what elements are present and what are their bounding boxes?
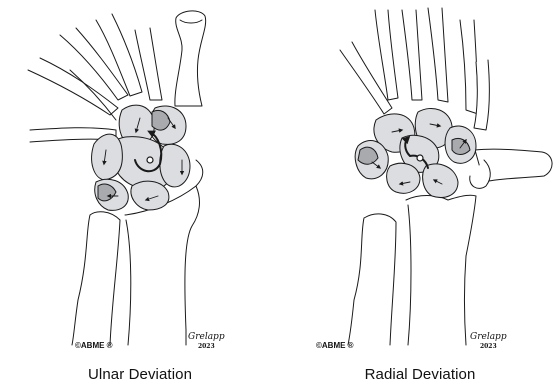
radial-deviation-illustration	[280, 0, 560, 387]
metacarpal-bones	[340, 8, 489, 130]
copyright-label: ©ABME ®	[75, 341, 113, 350]
signature-year: 2023	[470, 342, 507, 351]
thumb-bone	[175, 11, 206, 106]
pivot-point-icon	[417, 155, 423, 161]
panel-caption: Ulnar Deviation	[0, 366, 280, 383]
artist-signature: Grelapp 2023	[188, 333, 225, 351]
scaphoid	[423, 164, 458, 197]
pivot-point-icon	[147, 157, 153, 163]
signature-text: Grelapp	[470, 333, 507, 342]
radial-deviation-panel: ©ABME ® Grelapp 2023 Radial Deviation	[280, 0, 560, 387]
hamate	[92, 134, 123, 180]
forearm-bones	[348, 195, 476, 345]
thumb-bone	[470, 149, 552, 188]
ulnar-deviation-illustration	[0, 0, 280, 387]
lunate	[387, 163, 420, 193]
panel-caption: Radial Deviation	[280, 366, 560, 383]
signature-text: Grelapp	[188, 333, 225, 342]
ulnar-deviation-panel: ©ABME ® Grelapp 2023 Ulnar Deviation	[0, 0, 280, 387]
signature-year: 2023	[188, 342, 225, 351]
copyright-label: ©ABME ®	[316, 341, 354, 350]
lunate	[131, 181, 169, 210]
artist-signature: Grelapp 2023	[470, 333, 507, 351]
scaphoid	[160, 144, 190, 187]
